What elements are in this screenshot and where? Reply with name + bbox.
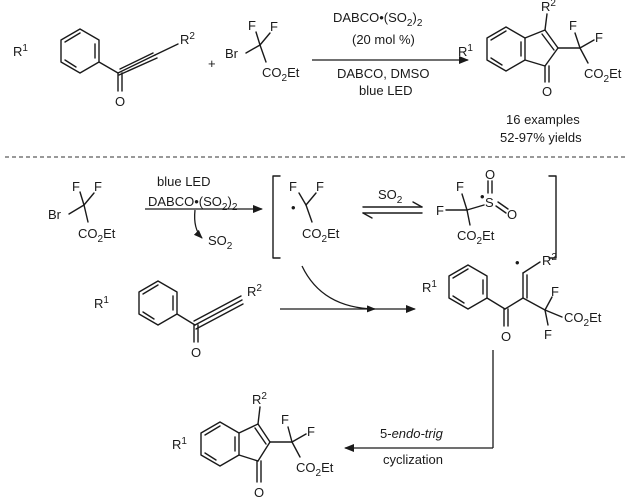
product-f-label-2: F xyxy=(595,30,603,45)
product-o-label: O xyxy=(542,84,552,99)
vinyl-r1-label: R1 xyxy=(422,279,437,295)
product-r1-label: R1 xyxy=(458,43,473,59)
sulfonyl-co2et-label: CO2Et xyxy=(457,228,495,247)
co2et-label: CO2Et xyxy=(262,65,300,84)
sulfonyl-o-label-2: O xyxy=(507,207,517,222)
vinyl-f-label-2: F xyxy=(544,327,552,342)
cyclization-type-label: 5-endo-trig xyxy=(380,426,444,441)
left-bracket xyxy=(272,175,281,259)
mech-product-r1-label: R1 xyxy=(172,436,187,452)
mech-br-label: Br xyxy=(48,207,62,222)
mech-r1-label: R1 xyxy=(94,295,109,311)
mech-product-o-label: O xyxy=(254,485,264,500)
plus-sign: + xyxy=(208,56,216,71)
catalyst-label: DABCO•(SO2)2 xyxy=(333,10,423,29)
radical-addition-arrow xyxy=(301,265,376,313)
mech-indenone-product: R1 R2 F F CO2Et O xyxy=(172,391,334,500)
radical-f-label-1: F xyxy=(289,179,297,194)
light-label: blue LED xyxy=(359,83,412,98)
f-label-2: F xyxy=(270,19,278,34)
vinyl-co2et-label: CO2Et xyxy=(564,310,602,329)
right-bracket xyxy=(548,175,557,259)
indenone-product: R1 R2 F F CO2Et O xyxy=(458,0,622,99)
mech-product-f-label-1: F xyxy=(281,412,289,427)
yields-label: 52-97% yields xyxy=(500,130,582,145)
mech-f-label-1: F xyxy=(72,179,80,194)
so2-byproduct-label: SO2 xyxy=(208,233,233,252)
product-r2-label: R2 xyxy=(541,0,556,14)
radical-dot: • xyxy=(291,200,296,215)
mech-co2et-label: CO2Et xyxy=(78,226,116,245)
bromodifluoroacetate: Br F F CO2Et xyxy=(225,18,300,84)
vinyl-r2-label: R2 xyxy=(542,252,557,268)
product-f-label-1: F xyxy=(569,18,577,33)
mech-product-r2-label: R2 xyxy=(252,391,267,407)
mech-product-f-label-2: F xyxy=(307,424,315,439)
sulfonyl-f-label-1: F xyxy=(436,203,444,218)
br-label: Br xyxy=(225,46,239,61)
sulfonyl-o-label-1: O xyxy=(485,167,495,182)
vinyl-o-label: O xyxy=(501,329,511,344)
sulfonyl-radical: F F S • O O CO2Et xyxy=(436,167,517,247)
vinyl-radical-dot: • xyxy=(515,255,520,270)
mech-f-label-2: F xyxy=(94,179,102,194)
equilibrium-arrows xyxy=(362,201,423,219)
mech-catalyst-label: DABCO•(SO2)2 xyxy=(148,194,238,213)
difluoroalkyl-radical: F F • CO2Et xyxy=(289,179,340,245)
sulfonyl-f-label-2: F xyxy=(456,179,464,194)
mech-o-label: O xyxy=(191,345,201,360)
radical-f-label-2: F xyxy=(316,179,324,194)
so2-release-arrow xyxy=(193,209,203,239)
scope-label: 16 examples xyxy=(506,112,580,127)
additives-label: DABCO, DMSO xyxy=(337,66,429,81)
r1-label: R1 xyxy=(13,43,28,59)
sulfonyl-dot: • xyxy=(480,189,485,204)
product-co2et-label: CO2Et xyxy=(584,66,622,85)
mech-ynone: R1 R2 O xyxy=(94,280,262,360)
sulfur-label: S xyxy=(485,195,494,210)
cyclization-word-label: cyclization xyxy=(383,452,443,467)
ynone-substrate: R1 R2 O xyxy=(13,28,195,109)
vinyl-f-label-1: F xyxy=(551,284,559,299)
equilibrium-so2-label: SO2 xyxy=(378,187,403,206)
radical-co2et-label: CO2Et xyxy=(302,226,340,245)
vinyl-radical-intermediate: R1 R2 • F F CO2Et O xyxy=(422,252,602,344)
mech-bromodifluoroacetate: Br F F CO2Et xyxy=(48,179,116,245)
mech-light-label: blue LED xyxy=(157,174,210,189)
r2-label: R2 xyxy=(180,31,195,47)
mech-r2-label: R2 xyxy=(247,283,262,299)
mech-product-co2et-label: CO2Et xyxy=(296,460,334,479)
f-label-1: F xyxy=(248,18,256,33)
benzene-ring xyxy=(60,28,100,74)
loading-label: (20 mol %) xyxy=(352,32,415,47)
carbonyl-o-label: O xyxy=(115,94,125,109)
